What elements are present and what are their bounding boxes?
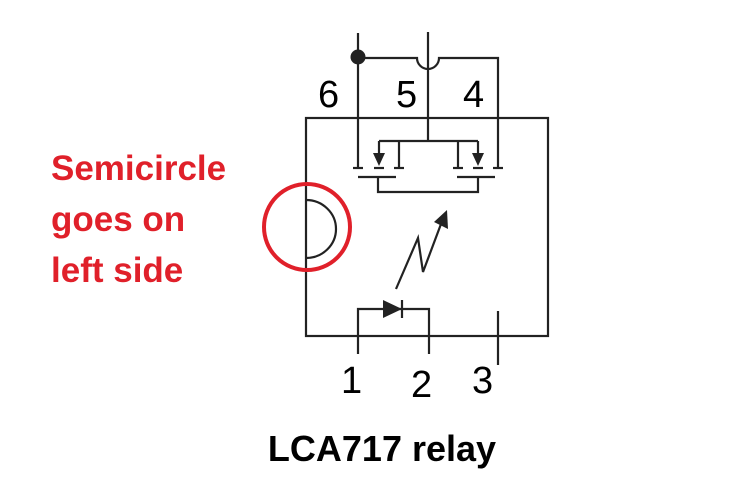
pin-3-label: 3 [472,360,493,402]
highlight-circle [262,182,352,272]
junction-dot [350,49,366,65]
pin-6-label: 6 [318,74,339,116]
orientation-notch [305,198,338,260]
annotation-line-2: goes on [51,200,185,239]
gate-link [376,177,480,194]
light-arrowhead-icon [434,210,448,229]
annotation-line-3: left side [51,251,183,290]
diode-triangle-icon [383,300,402,318]
pin-1-label: 1 [341,360,362,402]
arrow-left-icon [373,153,385,166]
annotation-line-1: Semicircle [51,149,226,188]
diagram-title: LCA717 relay [268,428,496,469]
pin-4-label: 4 [463,74,484,116]
pin-2-label: 2 [411,364,432,406]
pin-5-label: 5 [396,74,417,116]
led-wiring [356,307,431,354]
light-arrow [394,223,443,290]
arrow-right-icon [472,153,484,166]
package-outline [304,116,550,338]
